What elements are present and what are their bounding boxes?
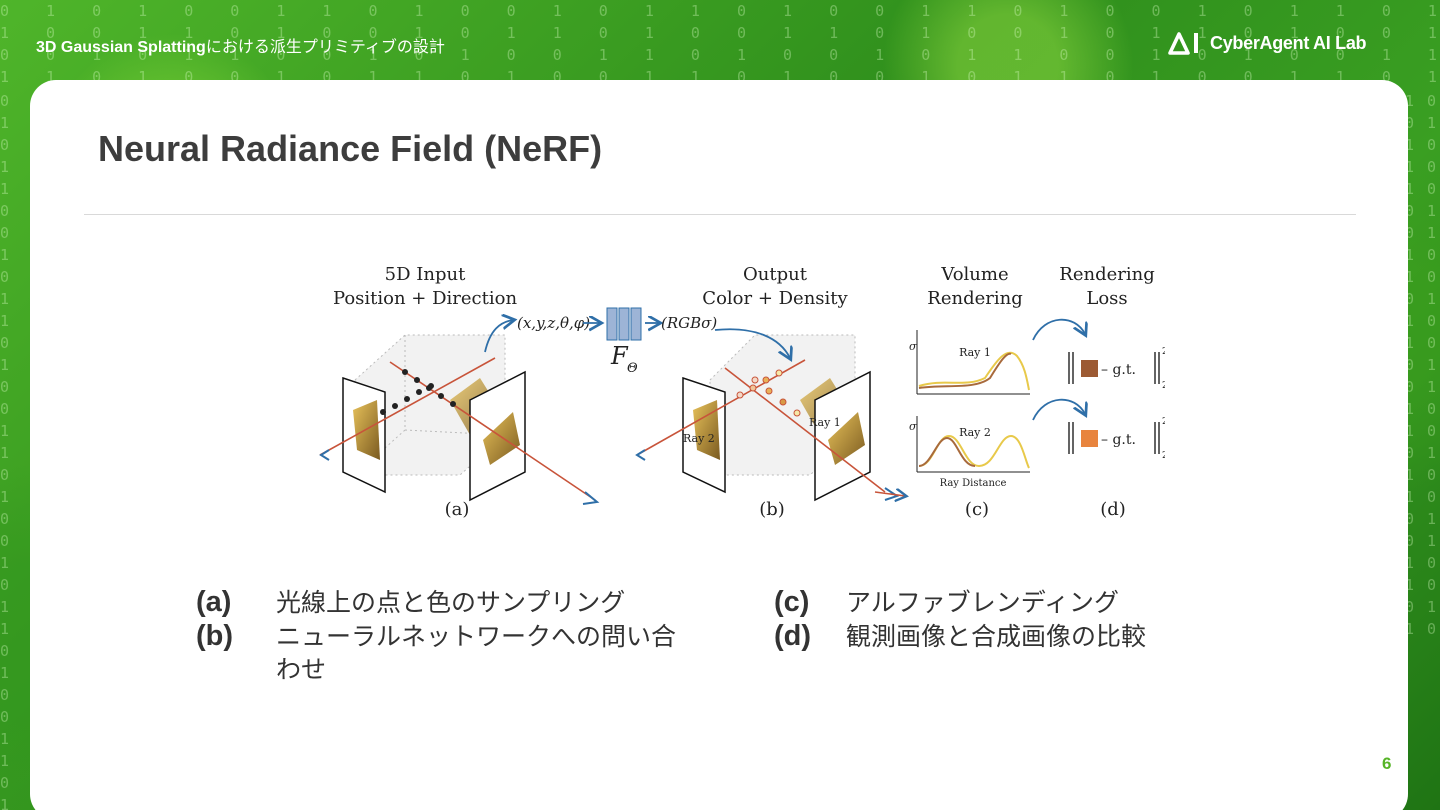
deck-title: 3D Gaussian Splattingにおける派生プリミティブの設計 xyxy=(36,33,445,57)
ray1-label-panel-c: Ray 1 xyxy=(959,346,991,359)
caption-a-label: (a) xyxy=(196,586,232,618)
sigma-axis-2: σ xyxy=(909,420,917,433)
ray2-density-plot xyxy=(916,416,1030,473)
gt-label-row1: – g.t. xyxy=(1101,362,1136,378)
caption-b: (b) ニューラルネットワークへの問い合わせ xyxy=(196,620,716,690)
loss-row-1 xyxy=(1068,352,1160,384)
caption-c: (c) アルファブレンディング xyxy=(774,586,1294,626)
output-tuple: (RGBσ) xyxy=(661,314,717,332)
deck-title-jp: における派生プリミティブの設計 xyxy=(205,39,445,56)
subfig-d-label: (d) xyxy=(1100,499,1126,520)
input-heading-line1: 5D Input xyxy=(385,264,466,285)
volume-heading-line1: Volume xyxy=(940,264,1008,285)
loss-heading-line2: Loss xyxy=(1086,288,1127,309)
title-divider xyxy=(84,214,1356,215)
input-tuple: (x,y,z,θ,φ) xyxy=(517,314,590,332)
volume-heading-line2: Rendering xyxy=(927,288,1022,309)
output-heading-line2: Color + Density xyxy=(702,288,848,309)
network-block xyxy=(606,307,642,341)
ray2-label-panel-c: Ray 2 xyxy=(959,426,991,439)
slide-title: Neural Radiance Field (NeRF) xyxy=(98,128,603,169)
binary-pattern-left: 0 1 0 1 1 0 0 1 0 1 1 0 1 0 0 1 1 0 1 0 … xyxy=(0,92,12,810)
ray1-density-plot xyxy=(916,330,1030,395)
caption-c-text: アルファブレンディング xyxy=(846,588,1120,617)
cyberagent-logo-icon xyxy=(1168,32,1198,55)
page-number: 6 xyxy=(1382,754,1392,773)
nerf-pipeline-figure: 5D Input Position + Direction xyxy=(319,264,1165,520)
caption-a-text: 光線上の点と色のサンプリング xyxy=(276,588,626,617)
output-heading-line1: Output xyxy=(743,264,808,285)
panel-a-scene xyxy=(319,320,600,505)
network-subscript: Θ xyxy=(627,361,638,376)
caption-b-text: ニューラルネットワークへの問い合わせ xyxy=(276,622,677,684)
norm-sup-row2: 2 xyxy=(1162,417,1165,427)
gt-label-row2: – g.t. xyxy=(1101,432,1136,448)
ray1-label-panel-b: Ray 1 xyxy=(809,416,841,429)
caption-b-label: (b) xyxy=(196,620,234,652)
brand-logo: CyberAgent AI Lab xyxy=(1168,31,1367,55)
input-heading-line2: Position + Direction xyxy=(333,288,518,309)
ray-distance-axis: Ray Distance xyxy=(940,478,1007,489)
loss-heading-line1: Rendering xyxy=(1059,264,1154,285)
ray2-label-panel-b: Ray 2 xyxy=(683,432,715,445)
sigma-axis-1: σ xyxy=(909,340,917,353)
panel-b-scene xyxy=(635,328,900,502)
subfig-c-label: (c) xyxy=(965,499,989,520)
norm-sub-row2: 2 xyxy=(1162,451,1165,461)
binary-pattern-right: 1 0 0 1 1 0 1 0 1 0 0 1 0 1 1 0 1 0 0 1 … xyxy=(1405,92,1439,638)
caption-a: (a) 光線上の点と色のサンプリング xyxy=(196,586,716,626)
brand-name: CyberAgent AI Lab xyxy=(1210,32,1367,53)
caption-d: (d) 観測画像と合成画像の比較 xyxy=(774,620,1294,660)
norm-sup-row1: 2 xyxy=(1162,347,1165,357)
caption-c-label: (c) xyxy=(774,586,810,618)
norm-sub-row1: 2 xyxy=(1162,381,1165,391)
subfig-b-label: (b) xyxy=(759,499,785,520)
subfig-a-label: (a) xyxy=(445,499,470,520)
caption-d-text: 観測画像と合成画像の比較 xyxy=(846,622,1147,651)
deck-title-en: 3D Gaussian Splatting xyxy=(36,39,206,56)
content-card: Neural Radiance Field (NeRF) 5D Input Po… xyxy=(30,80,1408,810)
loss-row-2 xyxy=(1068,422,1160,454)
caption-d-label: (d) xyxy=(774,620,812,652)
network-label: F xyxy=(610,342,629,370)
